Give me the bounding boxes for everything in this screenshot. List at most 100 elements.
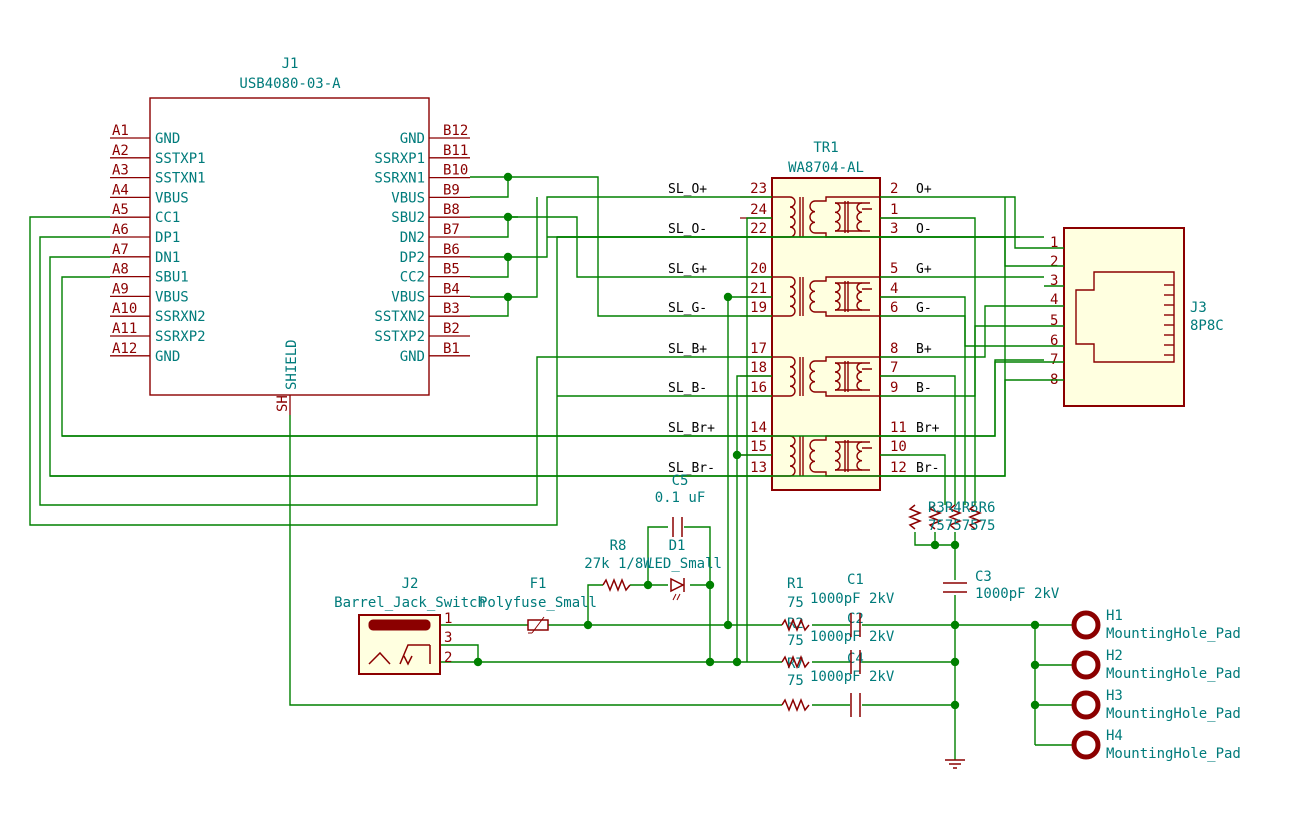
j1-pin-number: B2 (443, 321, 460, 337)
wire-b4 (470, 197, 538, 298)
r7-value: 75 (787, 673, 804, 689)
tr1-pin-number: 12 (890, 460, 907, 476)
junction-dot (705, 657, 715, 667)
j3-value: 8P8C (1190, 318, 1224, 334)
j1-pin-number: A10 (112, 301, 137, 317)
j1-pin-number: B8 (443, 202, 460, 218)
led-d1: D1 LED_Small (646, 538, 722, 601)
d1-ref: D1 (669, 538, 686, 554)
tr1-pin-number: 3 (890, 221, 898, 237)
mounting-hole-ref: H4 (1106, 728, 1123, 744)
j1-pin-number: A5 (112, 202, 129, 218)
j1-pin-name: GND (400, 131, 425, 147)
j2-pin-1: 1 (444, 611, 452, 627)
r1-value: 75 (787, 595, 804, 611)
rc-resistor-zigzags (781, 617, 810, 713)
polyfuse-f1: F1 Polyfuse_Small (479, 576, 597, 634)
barrel-jack-j2: J2 Barrel_Jack_Switch 1 3 2 (334, 576, 486, 675)
wire-ct-24 (746, 217, 772, 662)
junction-dot (503, 292, 513, 302)
j1-pin-name: GND (155, 349, 180, 365)
net-label-right: G+ (916, 262, 932, 277)
d1-symbol (670, 577, 685, 593)
tr1-pin-number: 24 (750, 202, 767, 218)
net-label-left: SL_B- (668, 381, 707, 396)
j1-pin-name: SBU1 (155, 270, 189, 286)
mounting-hole-pad (1071, 730, 1101, 760)
net-label-left: SL_Br- (668, 461, 715, 476)
net-label-right: B- (916, 381, 932, 396)
j1-pin-name: DN2 (400, 230, 425, 246)
j1-pin-name: DP1 (155, 230, 180, 246)
mounting-hole-pad (1071, 650, 1101, 680)
wire-dp2 (470, 196, 772, 258)
tr1-pin-number: 21 (750, 281, 767, 297)
tr1-pin-number: 8 (890, 341, 898, 357)
j3-contacts (1164, 284, 1174, 356)
d1-value: LED_Small (646, 556, 722, 572)
tr1-coil (772, 196, 863, 238)
tr1-ref: TR1 (813, 140, 838, 156)
j3-pin-number: 6 (1050, 333, 1058, 349)
net-label-right: Br- (916, 461, 939, 476)
j1-shield-num: SH (275, 395, 291, 412)
mounting-hole-ref: H3 (1106, 688, 1123, 704)
j1-pin-name: SSRXN2 (155, 309, 206, 325)
tr1-coil-leads (815, 435, 880, 477)
tr1-pin-number: 11 (890, 420, 907, 436)
junction-dot (1030, 660, 1040, 670)
tr1-coil-leads (815, 196, 880, 238)
wire-ssrxn1 (470, 176, 772, 317)
junction-dot (950, 657, 960, 667)
j1-pin-number: B9 (443, 182, 460, 198)
tr1-pin-number: 14 (750, 420, 767, 436)
mounting-hole-ref: H1 (1106, 608, 1123, 624)
wire-ct-18 (736, 375, 772, 662)
tr1-coil-leads (815, 276, 880, 317)
wire-br-minus (880, 379, 1044, 477)
junction-dot (950, 700, 960, 710)
j2-pin-3: 3 (444, 630, 452, 646)
j1-pin-number: A12 (112, 341, 137, 357)
wire-b5 (470, 257, 509, 278)
j2-pin-2: 2 (444, 650, 452, 666)
j1-shield-name: SHIELD (284, 339, 300, 390)
c2-value: 1000pF 2kV (810, 629, 895, 645)
j1-pin-name: CC2 (400, 270, 425, 286)
tr1-pin-number: 16 (750, 380, 767, 396)
junction-dot (732, 450, 742, 460)
rbank-zigzags (907, 504, 983, 530)
r8-zigzag (602, 577, 631, 593)
tr1-pin-number: 18 (750, 360, 767, 376)
wire-ct-1 (880, 217, 976, 505)
j1-pin-name: SSRXP1 (374, 151, 425, 167)
junction-dot (732, 657, 742, 667)
net-label-left: SL_B+ (668, 342, 707, 357)
j1-pin-number: B4 (443, 281, 460, 297)
tr1-pin-number: 22 (750, 221, 767, 237)
r8-ref: R8 (610, 538, 627, 554)
net-label-right: Br+ (916, 421, 940, 436)
r2-value: 75 (787, 633, 804, 649)
j1-pin-name: VBUS (155, 190, 189, 206)
net-label-left: SL_G+ (668, 262, 707, 277)
j3-pin-number: 4 (1050, 292, 1058, 308)
junction-dot (583, 620, 593, 630)
wire-o-minus (880, 236, 1044, 267)
j3-pin-number: 2 (1050, 254, 1058, 270)
rbank-values: 75757575 (928, 518, 995, 534)
j3-jack-outline (1075, 271, 1175, 363)
net-label-left: SL_Br+ (668, 421, 715, 436)
junction-dot (503, 252, 513, 262)
wire-b-minus (880, 325, 1044, 397)
r1-ref: R1 (787, 576, 804, 592)
j1-pin-number: B6 (443, 242, 460, 258)
tr1-pin-number: 23 (750, 181, 767, 197)
junction-dot (503, 172, 513, 182)
j1-pin-name: SSTXN1 (155, 171, 206, 187)
tr1-coil-sections (772, 196, 880, 477)
net-label-right: O- (916, 222, 932, 237)
